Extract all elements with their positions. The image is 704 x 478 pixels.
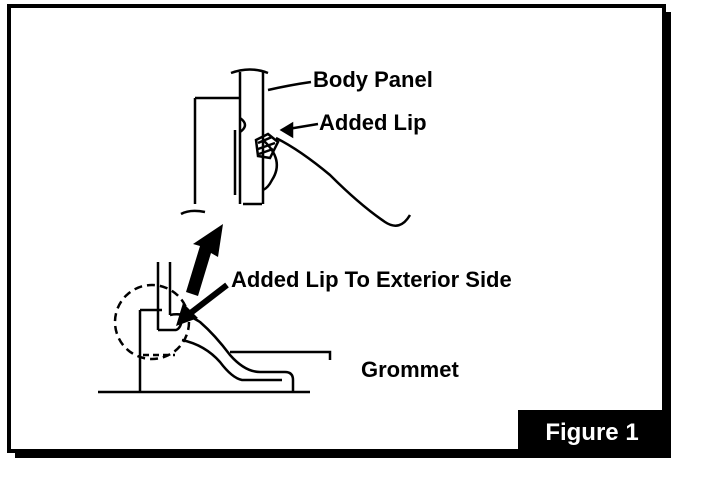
body-panel-drawing (180, 68, 279, 216)
grommet-drawing (98, 262, 332, 394)
frame-border (7, 4, 666, 453)
leader-lines (267, 80, 319, 139)
label-added-lip: Added Lip (319, 110, 427, 135)
figure-badge: Figure 1 (518, 410, 666, 455)
big-arrow-up-icon (186, 224, 223, 296)
added-lip-drawing (254, 132, 412, 227)
label-added-lip-exterior: Added Lip To Exterior Side (231, 267, 512, 292)
label-body-panel: Body Panel (313, 67, 433, 92)
label-grommet: Grommet (361, 357, 459, 382)
